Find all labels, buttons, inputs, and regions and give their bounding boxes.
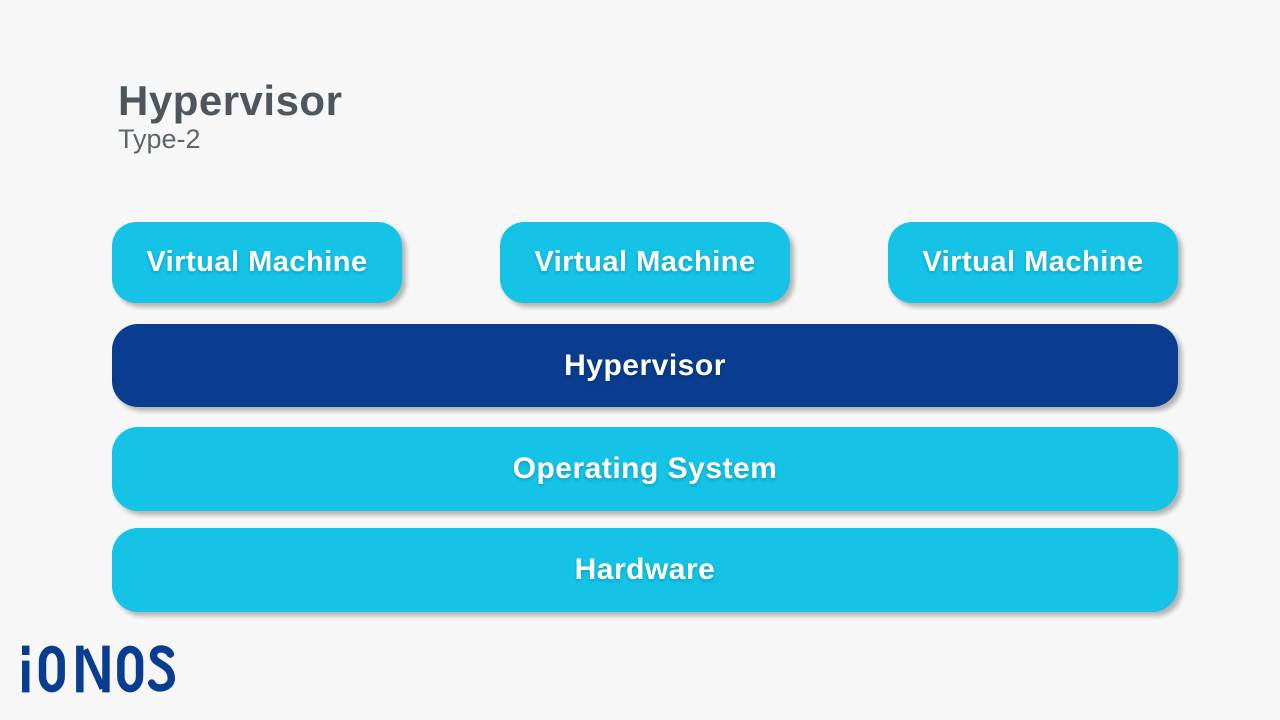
page-subtitle: Type-2 — [118, 124, 201, 155]
ionos-logo-graphic — [22, 645, 175, 693]
layer-hardware: Hardware — [112, 528, 1178, 612]
layer-hardware-label: Hardware — [574, 553, 716, 586]
vm-box-3: Virtual Machine — [888, 222, 1178, 303]
ionos-logo — [22, 645, 175, 693]
layer-hypervisor-label: Hypervisor — [564, 348, 726, 382]
vm-box-2-label: Virtual Machine — [534, 246, 756, 278]
vm-box-1: Virtual Machine — [112, 222, 402, 303]
layer-operating-system: Operating System — [112, 427, 1178, 511]
vm-box-1-label: Virtual Machine — [146, 246, 368, 278]
vm-box-3-label: Virtual Machine — [922, 246, 1144, 278]
diagram-header: Hypervisor Type-2 — [118, 77, 343, 155]
vm-box-2: Virtual Machine — [500, 222, 790, 303]
virtual-machine-row: Virtual Machine Virtual Machine Virtual … — [112, 222, 1178, 303]
layer-operating-system-label: Operating System — [512, 452, 778, 485]
layer-stack: Virtual Machine Virtual Machine Virtual … — [112, 222, 1178, 612]
layer-hypervisor: Hypervisor — [112, 324, 1178, 407]
page-title: Hypervisor — [118, 77, 343, 124]
